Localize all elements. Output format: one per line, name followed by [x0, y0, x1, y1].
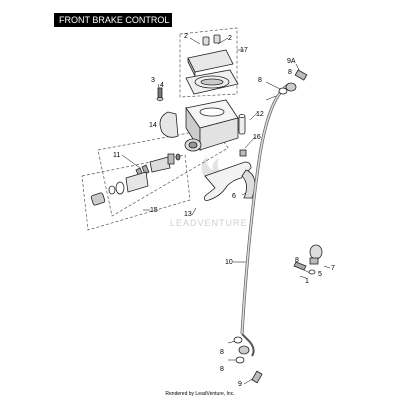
callout-13: 13	[184, 211, 192, 218]
reservoir-cap-assembly	[185, 34, 239, 95]
group-box-piston	[97, 127, 229, 217]
callout-1: 1	[305, 278, 309, 285]
brake-lever	[204, 161, 252, 201]
footer-credit: Rendered by LeadVenture, Inc.	[165, 391, 235, 397]
callout-8c: 8	[295, 257, 299, 264]
callout-8a: 8	[288, 69, 292, 76]
piston-kit	[90, 153, 181, 206]
callout-4: 4	[160, 82, 164, 89]
callout-12: 12	[256, 111, 264, 118]
callout-5: 5	[318, 271, 322, 278]
banjo-fitting-bottom	[233, 336, 263, 384]
brake-line	[240, 82, 291, 357]
watermark-text: LEADVENTURE	[170, 218, 248, 228]
screw-and-washer	[156, 87, 164, 101]
callout-2b: 2	[228, 35, 232, 42]
callout-10: 10	[225, 259, 233, 266]
bleeder-fitting	[293, 244, 323, 275]
bushing	[239, 149, 247, 157]
callout-8e: 8	[220, 366, 224, 373]
callout-15: 15	[150, 207, 158, 214]
group-box-cap	[179, 27, 238, 98]
callout-17: 17	[240, 47, 248, 54]
callout-8b: 8	[258, 77, 262, 84]
handlebar-clamp	[159, 111, 179, 138]
diagram-title: FRONT BRAKE CONTROL	[54, 13, 172, 27]
callout-labels: 2 2 17 3 4 14 9A 8 8 12 16 11 6 13 15 10…	[113, 33, 335, 388]
pivot-pin	[238, 114, 246, 135]
callout-6: 6	[232, 193, 236, 200]
callout-14: 14	[149, 122, 157, 129]
callout-16: 16	[253, 134, 261, 141]
callout-9a: 9A	[287, 58, 296, 65]
master-cylinder-body	[184, 99, 239, 152]
callout-7: 7	[331, 265, 335, 272]
callout-8d: 8	[220, 349, 224, 356]
lever-pivot-tab	[241, 169, 256, 199]
callout-3: 3	[151, 77, 155, 84]
callout-9: 9	[238, 381, 242, 388]
callout-2a: 2	[184, 33, 188, 40]
banjo-fitting-top	[278, 69, 308, 95]
callout-11: 11	[113, 152, 120, 159]
